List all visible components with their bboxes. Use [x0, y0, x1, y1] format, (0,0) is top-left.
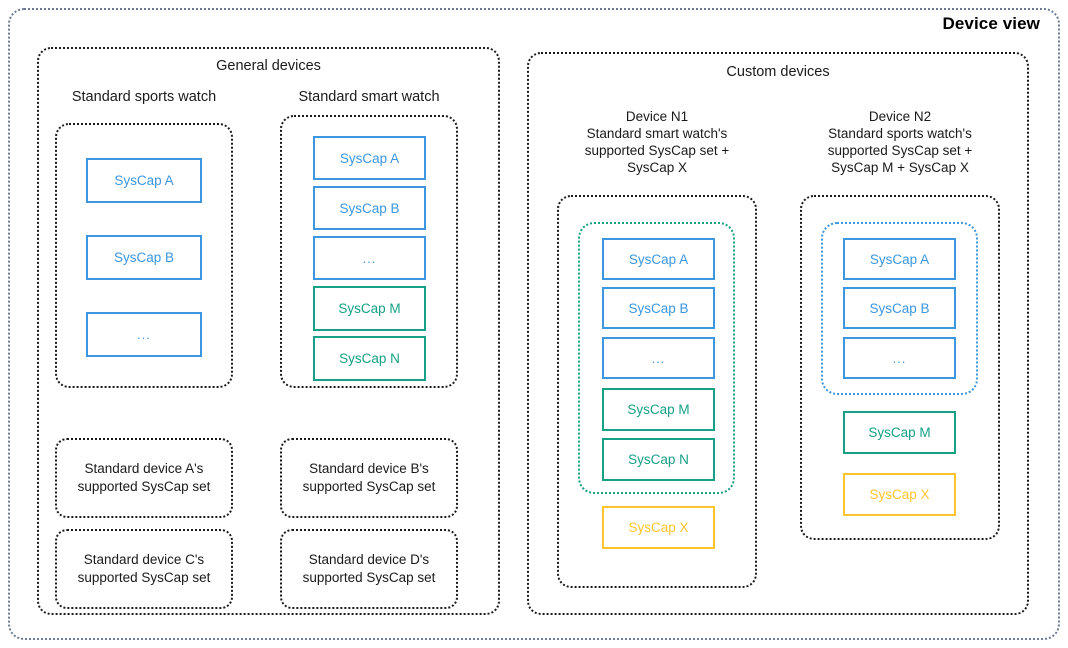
chip-syscap-m[interactable]: SysCap M: [313, 286, 426, 331]
device-n2-inherited-set-frame: [821, 222, 978, 395]
chip-syscap-n[interactable]: SysCap N: [602, 438, 715, 481]
standard-device-c-set[interactable]: Standard device C's supported SysCap set: [55, 529, 233, 609]
standard-smart-watch-frame: [280, 115, 458, 388]
chip-syscap-x[interactable]: SysCap X: [602, 506, 715, 549]
standard-device-b-set[interactable]: Standard device B's supported SysCap set: [280, 438, 458, 518]
chip-syscap-ellipsis[interactable]: ...: [843, 337, 956, 379]
standard-device-a-set[interactable]: Standard device A's supported SysCap set: [55, 438, 233, 518]
chip-syscap-m[interactable]: SysCap M: [602, 388, 715, 431]
chip-syscap-a[interactable]: SysCap A: [843, 238, 956, 280]
chip-syscap-ellipsis[interactable]: ...: [313, 236, 426, 280]
chip-syscap-b[interactable]: SysCap B: [313, 186, 426, 230]
standard-sports-watch-title: Standard sports watch: [71, 89, 217, 105]
chip-syscap-n[interactable]: SysCap N: [313, 336, 426, 381]
chip-syscap-b[interactable]: SysCap B: [843, 287, 956, 329]
page-title: Device view: [942, 14, 1040, 33]
general-devices-title: General devices: [216, 58, 321, 74]
chip-syscap-a[interactable]: SysCap A: [86, 158, 202, 203]
standard-sports-watch-frame: [55, 123, 233, 388]
chip-syscap-b[interactable]: SysCap B: [86, 235, 202, 280]
chip-syscap-a[interactable]: SysCap A: [313, 136, 426, 180]
standard-device-d-set[interactable]: Standard device D's supported SysCap set: [280, 529, 458, 609]
chip-syscap-x[interactable]: SysCap X: [843, 473, 956, 516]
chip-syscap-ellipsis[interactable]: ...: [602, 337, 715, 379]
chip-syscap-b[interactable]: SysCap B: [602, 287, 715, 329]
device-n2-title: Device N2 Standard sports watch's suppor…: [827, 109, 973, 175]
custom-devices-frame: [527, 52, 1029, 615]
device-n1-title: Device N1 Standard smart watch's support…: [584, 109, 730, 175]
device-n2-frame: [800, 195, 1000, 540]
device-n1-inherited-set-frame: [578, 222, 735, 494]
chip-syscap-m[interactable]: SysCap M: [843, 411, 956, 454]
device-n1-frame: [557, 195, 757, 588]
device-view-outer-frame: [8, 8, 1060, 640]
custom-devices-title: Custom devices: [726, 64, 830, 80]
general-devices-frame: [37, 47, 500, 615]
chip-syscap-a[interactable]: SysCap A: [602, 238, 715, 280]
chip-syscap-ellipsis[interactable]: ...: [86, 312, 202, 357]
standard-smart-watch-title: Standard smart watch: [298, 89, 440, 105]
